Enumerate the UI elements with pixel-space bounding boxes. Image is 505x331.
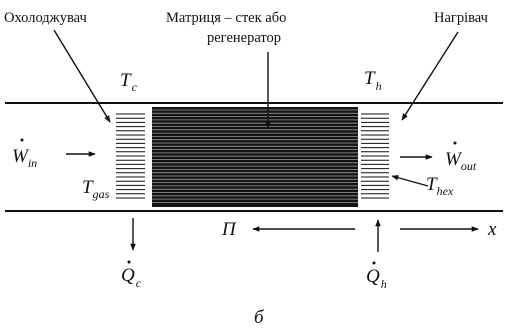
heater-heat-exchanger	[361, 113, 389, 199]
qh-dot	[372, 261, 376, 265]
figure-caption: б	[254, 307, 265, 328]
thex-pointer-arrow	[391, 174, 429, 187]
matrix-label-line1: Матриця – стек або	[166, 10, 286, 26]
heater-pointer-arrow	[401, 31, 459, 121]
qc-symbol: Qc	[121, 265, 142, 290]
stack-matrix	[152, 107, 358, 207]
cooler-label: Охолоджувач	[4, 10, 87, 26]
heater-label: Нагрівач	[434, 10, 488, 26]
w-in-symbol: Win	[12, 146, 37, 170]
tc-symbol: Tc	[120, 70, 138, 94]
w-out-dot	[453, 141, 457, 145]
cooler-heat-exchanger	[116, 113, 145, 199]
qc-dot	[127, 260, 131, 264]
matrix-label-line2: регенератор	[207, 30, 281, 46]
stack-body	[152, 107, 358, 207]
qh-symbol: Qh	[366, 266, 387, 291]
th-symbol: Th	[364, 68, 382, 93]
w-in-dot	[20, 138, 24, 142]
w-out-symbol: Wout	[445, 149, 477, 173]
tgas-symbol: Tgas	[82, 177, 110, 201]
thex-symbol: Thex	[426, 174, 454, 198]
x-axis-symbol: x	[487, 219, 497, 240]
pi-symbol: Π	[221, 219, 237, 240]
cooler-pointer-arrow	[53, 29, 111, 123]
